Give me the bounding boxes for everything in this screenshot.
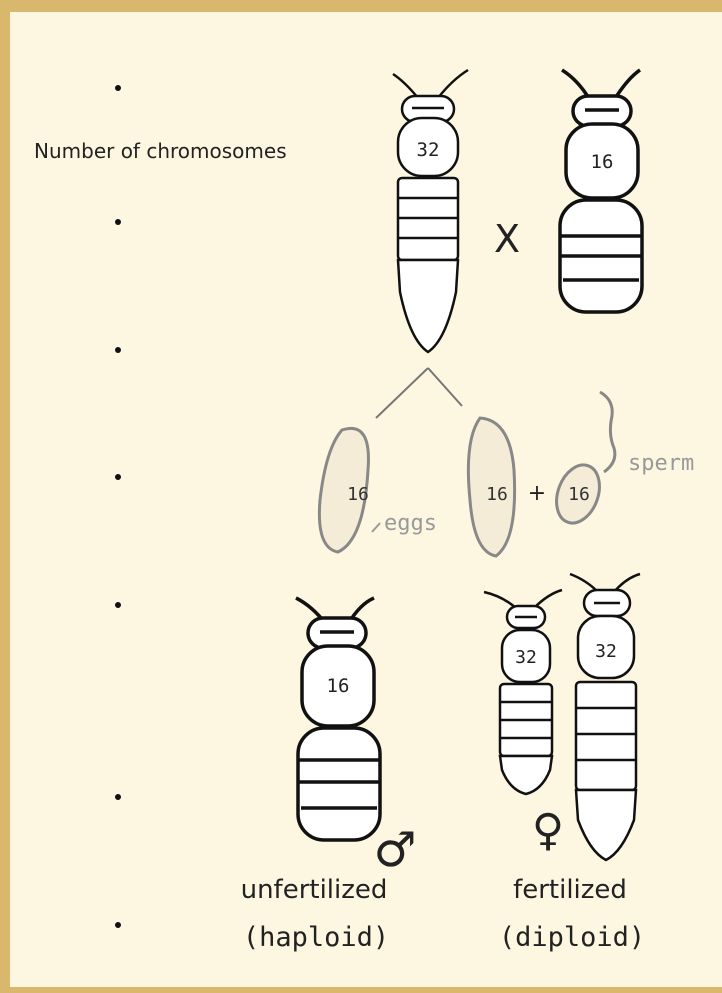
sperm-count: 16 [568,484,590,505]
drone-chromosome-count: 16 [591,151,614,173]
eggs-pointer [372,523,380,532]
chromosome-count-label: Number of chromosomes [34,139,287,163]
female-symbol: ♀ [532,805,564,856]
bullet [115,474,121,480]
bullet [115,347,121,353]
queen-chromosome-count: 32 [417,139,440,161]
eggs-label: eggs [384,511,437,536]
meiosis-branches [376,368,462,418]
egg-left-count: 16 [347,484,369,505]
bullet [115,219,121,225]
male-symbol: ♂ [373,822,416,878]
unfertilized-caption: unfertilized [241,875,388,905]
drone-parent [560,70,642,312]
bullet [115,602,121,608]
sperm-cell [549,392,615,529]
bullet-list [115,85,121,928]
bullet [115,85,121,91]
queen-parent [393,70,468,352]
haploid-caption: (haploid) [243,922,389,953]
worker-chromosome-count: 32 [515,647,537,668]
bullet [115,922,121,928]
daughter-queen-chromosome-count: 32 [595,641,617,662]
plus-symbol: + [528,481,546,506]
bullet [115,794,121,800]
worker-female-offspring [484,590,562,794]
daughter-queen-offspring [570,574,640,860]
egg-right-count: 16 [486,484,508,505]
fertilized-caption: fertilized [513,875,627,905]
haploid-male-count: 16 [327,675,350,697]
diploid-caption: (diploid) [499,922,645,953]
sperm-label: sperm [628,451,694,476]
haploid-male-offspring [296,598,380,840]
cross-symbol: X [494,217,520,261]
